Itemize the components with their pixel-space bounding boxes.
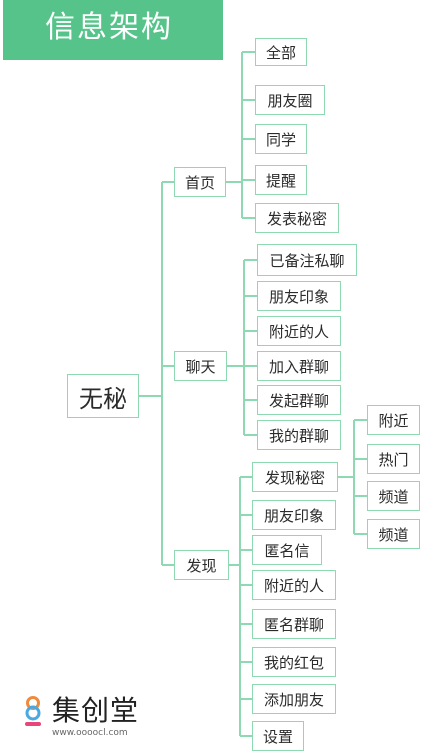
secret-item-popular[interactable]: 热门 <box>367 444 420 474</box>
chat-item-join-group[interactable]: 加入群聊 <box>257 351 341 381</box>
home-item-classmates[interactable]: 同学 <box>255 124 307 154</box>
discover-item-friend-impressions[interactable]: 朋友印象 <box>252 500 336 530</box>
secret-item-nearby[interactable]: 附近 <box>367 405 420 435</box>
secret-item-channel-2[interactable]: 频道 <box>367 519 420 549</box>
home-item-friends-circle[interactable]: 朋友圈 <box>255 85 325 115</box>
root-node[interactable]: 无秘 <box>67 374 139 418</box>
discover-item-nearby-people[interactable]: 附近的人 <box>252 570 336 600</box>
chat-item-noted-private[interactable]: 已备注私聊 <box>257 244 357 276</box>
chat-item-start-group[interactable]: 发起群聊 <box>257 385 341 415</box>
discover-item-anonymous-letter[interactable]: 匿名信 <box>252 535 322 565</box>
page-title: 信息架构 <box>45 10 173 45</box>
chat-item-nearby-people[interactable]: 附近的人 <box>257 316 341 346</box>
discover-item-anonymous-group[interactable]: 匿名群聊 <box>252 609 336 639</box>
brand-logo: 集创堂 www.oooocl.com <box>22 694 162 744</box>
logo-mark-icon <box>25 696 41 726</box>
branch-discover[interactable]: 发现 <box>174 550 229 580</box>
discover-item-find-secrets[interactable]: 发现秘密 <box>252 462 338 492</box>
chat-item-friend-impressions[interactable]: 朋友印象 <box>257 281 341 311</box>
branch-home[interactable]: 首页 <box>174 167 226 197</box>
secret-item-channel-1[interactable]: 频道 <box>367 481 420 511</box>
discover-item-settings[interactable]: 设置 <box>252 721 304 751</box>
discover-item-add-friends[interactable]: 添加朋友 <box>252 684 336 714</box>
branch-chat[interactable]: 聊天 <box>174 351 227 381</box>
chat-item-my-groups[interactable]: 我的群聊 <box>257 420 341 450</box>
header-banner: 信息架构 <box>3 0 223 60</box>
home-item-all[interactable]: 全部 <box>255 38 307 66</box>
logo-url: www.oooocl.com <box>52 728 128 738</box>
home-item-post-secret[interactable]: 发表秘密 <box>255 203 339 233</box>
logo-text: 集创堂 <box>52 694 140 727</box>
discover-item-my-red-packets[interactable]: 我的红包 <box>252 647 336 677</box>
home-item-reminders[interactable]: 提醒 <box>255 165 307 195</box>
